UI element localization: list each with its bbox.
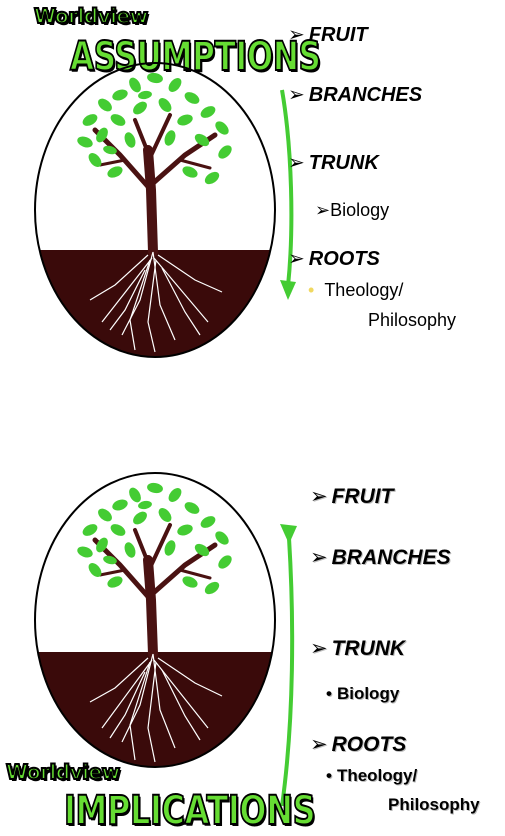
- label-branches: ➢BRANCHES: [288, 82, 422, 107]
- tree-illustration: [30, 60, 280, 360]
- label-philosophy-bottom: Philosophy: [388, 795, 480, 815]
- label-fruit: ➢FRUIT: [288, 22, 368, 47]
- label-roots: ➢ROOTS: [288, 246, 380, 271]
- label-biology: ➢Biology: [315, 200, 389, 221]
- label-theology-bottom: •Theology/: [326, 766, 417, 786]
- tree-illustration-bottom: [30, 470, 280, 770]
- label-branches-bottom: ➢BRANCHES: [310, 545, 451, 570]
- label-biology-bottom: •Biology: [326, 684, 399, 704]
- label-trunk: ➢TRUNK: [288, 150, 379, 175]
- title-small-worldview: Worldview: [34, 4, 148, 28]
- bullet-yellow: •: [308, 280, 314, 300]
- label-trunk-bottom: ➢TRUNK: [310, 636, 405, 661]
- label-philosophy: Philosophy: [368, 310, 456, 331]
- title-small-worldview-bottom: Worldview: [6, 760, 120, 784]
- label-theology: •Theology/: [308, 280, 403, 301]
- arrow-up: [272, 520, 302, 810]
- label-fruit-bottom: ➢FRUIT: [310, 484, 393, 509]
- label-roots-bottom: ➢ROOTS: [310, 732, 406, 757]
- title-implications: IMPLICATIONS: [64, 788, 315, 834]
